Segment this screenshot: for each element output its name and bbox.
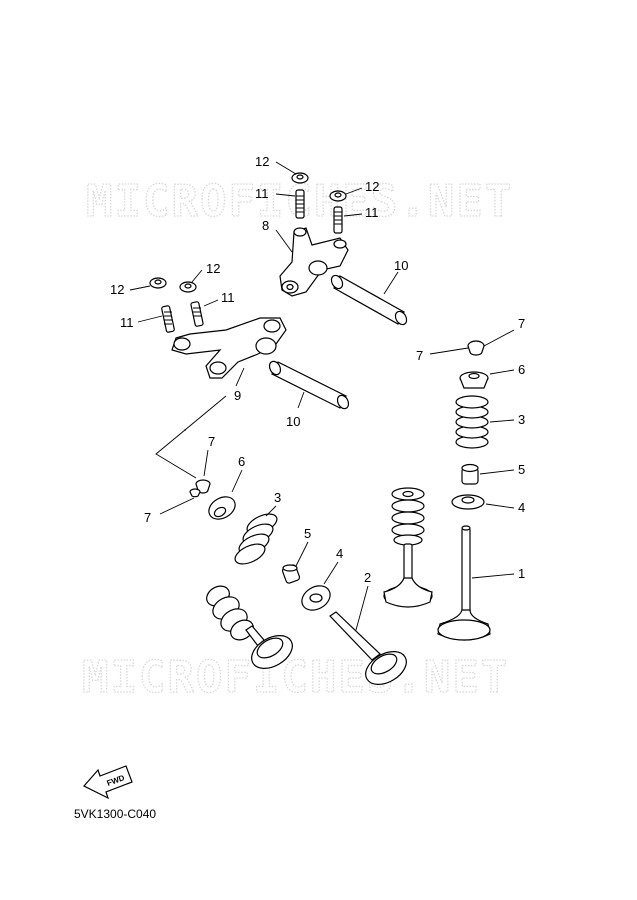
diagram-code: 5VK1300-C040 xyxy=(74,807,156,821)
callout-7: 7 xyxy=(518,316,525,331)
callout-5: 5 xyxy=(518,462,525,477)
callout-3: 3 xyxy=(274,490,281,505)
valve-assembly-left xyxy=(206,585,293,669)
rocker-arm-lower xyxy=(171,317,287,379)
callout-3: 3 xyxy=(518,412,525,427)
callout-7: 7 xyxy=(208,434,215,449)
spring-retainer-right xyxy=(459,371,489,389)
callout-10: 10 xyxy=(286,414,300,429)
exhaust-valve-right xyxy=(437,525,491,641)
valve-cotter-left xyxy=(189,479,211,498)
spring-retainer-left xyxy=(208,496,236,520)
callout-10: 10 xyxy=(394,258,408,273)
spring-seat-left xyxy=(301,585,331,611)
callout-7: 7 xyxy=(416,348,423,363)
callout-6: 6 xyxy=(238,454,245,469)
callout-12: 12 xyxy=(110,282,124,297)
valve-stem-seal-left xyxy=(281,564,301,584)
locknut-upper-right xyxy=(329,190,347,202)
callout-11: 11 xyxy=(365,205,379,220)
rocker-arm-upper xyxy=(279,227,349,297)
callout-11: 11 xyxy=(120,315,134,330)
valve-cotter-right xyxy=(467,340,485,356)
callout-5: 5 xyxy=(304,526,311,541)
leader-lines xyxy=(129,161,515,631)
callout-8: 8 xyxy=(262,218,269,233)
callout-9: 9 xyxy=(234,388,241,403)
callout-12: 12 xyxy=(365,179,379,194)
valve-spring-left xyxy=(234,513,278,565)
valve-spring-right xyxy=(455,395,489,449)
adjusting-screw-upper-left xyxy=(295,189,305,219)
callout-1: 1 xyxy=(518,566,525,581)
rocker-shaft-upper xyxy=(330,274,408,326)
watermark-bottom: MICROFICHES.NET xyxy=(82,652,509,703)
valve-assembly-right xyxy=(383,487,433,608)
valve-stem-seal-right xyxy=(461,463,479,485)
locknut-lower-left xyxy=(149,277,167,289)
callout-11: 11 xyxy=(255,186,269,201)
locknut-lower-right xyxy=(179,281,197,293)
adjusting-screw-upper-right xyxy=(333,206,343,234)
callout-2: 2 xyxy=(364,570,371,585)
callout-11: 11 xyxy=(221,290,235,305)
fwd-arrow-icon: FWD xyxy=(83,765,133,800)
callout-4: 4 xyxy=(336,546,343,561)
callout-4: 4 xyxy=(518,500,525,515)
callout-12: 12 xyxy=(206,261,220,276)
intake-valve-left xyxy=(329,611,407,685)
spring-seat-right xyxy=(451,494,485,510)
adjusting-screw-lower-right xyxy=(190,301,204,327)
rocker-shaft-lower xyxy=(268,360,350,410)
callout-12: 12 xyxy=(255,154,269,169)
locknut-upper-left xyxy=(291,172,309,184)
adjusting-screw-lower-left xyxy=(161,305,175,333)
callout-7: 7 xyxy=(144,510,151,525)
callout-6: 6 xyxy=(518,362,525,377)
